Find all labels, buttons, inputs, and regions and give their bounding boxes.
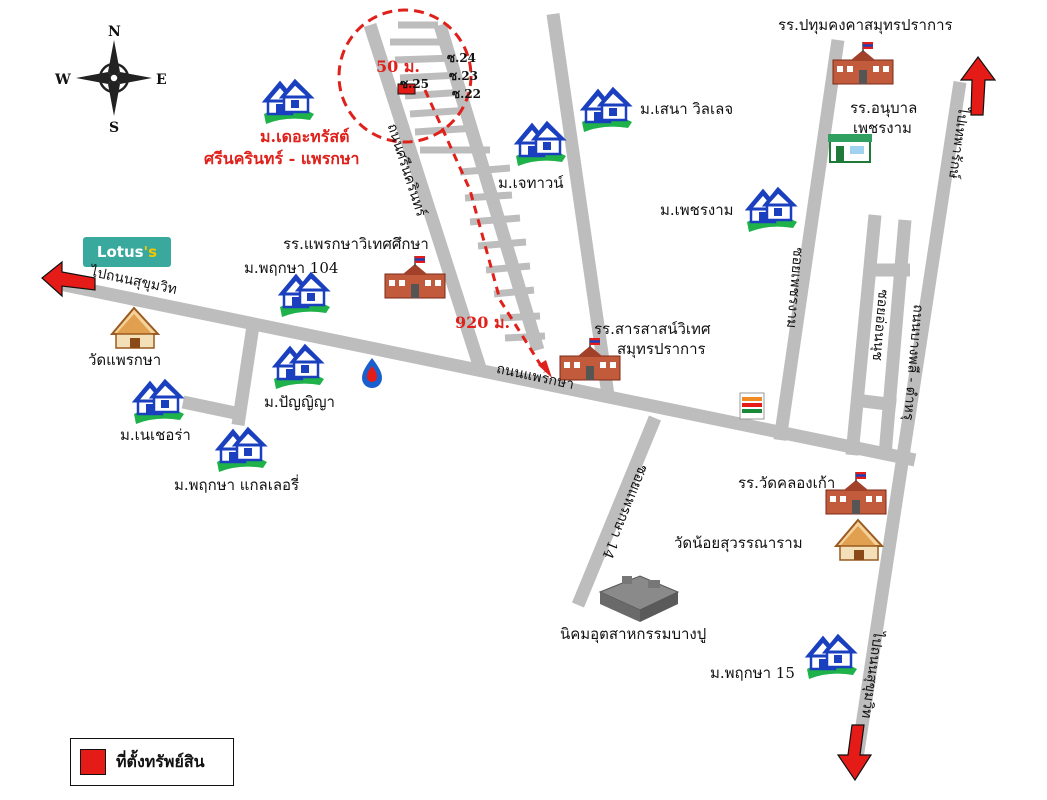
compass-north: N [108, 24, 121, 40]
house-icon [132, 379, 186, 426]
label-wat-klongkao-school: รร.วัดคลองเก้า [738, 474, 836, 492]
road-nanaw-branch [181, 395, 242, 421]
gas-station-icon [362, 358, 382, 388]
compass-west: W [55, 72, 71, 88]
kindergarten-icon [828, 134, 872, 163]
label-distance-920m: 920 ม. [455, 313, 511, 332]
road-onnuch-cross2 [854, 393, 897, 412]
legend-property-swatch [80, 749, 106, 775]
road-onnuch-1 [845, 214, 882, 456]
house-icon [215, 427, 269, 474]
compass-south: S [109, 120, 120, 136]
arrow-to-theparak [959, 55, 997, 116]
seven-eleven-icon [739, 392, 765, 420]
route-920m [423, 89, 547, 373]
label-m-jaytown: ม.เจทาวน์ [498, 174, 564, 192]
legend-box: ที่ตั้งทรัพย์สิน [70, 738, 234, 786]
road-network [53, 13, 967, 766]
property-radius-circle [337, 8, 473, 144]
label-sarasas-2: สมุทรปราการ [617, 340, 706, 358]
road-praeksa [53, 276, 917, 467]
road-bangphli-tamru [849, 81, 967, 766]
arrow-to-sukhumvit-south [836, 724, 873, 782]
label-anuban-school-2: เพชรงาม [853, 119, 912, 137]
road-onnuch-2 [878, 219, 912, 456]
house-icon [278, 272, 332, 319]
school-icon [384, 255, 446, 299]
temple-icon [835, 519, 883, 561]
route-arrowhead [538, 360, 552, 378]
label-m-pruksa-gallery: ม.พฤกษา แกลเลอรี่ [174, 476, 300, 494]
label-m-pruksa104: ม.พฤกษา 104 [244, 259, 339, 277]
label-the-trust-1: ม.เดอะทรัสต์ [260, 127, 350, 146]
label-m-pruksa15: ม.พฤกษา 15 [710, 664, 795, 682]
house-icon [580, 87, 634, 134]
label-pattana-school: รร.ปทุมคงคาสมุทรปราการ [778, 16, 953, 34]
road-soi-petchngam [773, 39, 845, 441]
road-soi-praeksa14 [571, 415, 662, 608]
arrow-to-sukhumvit-west [41, 260, 96, 298]
label-sarasas-1: รร.สารสาสน์วิเทศ [594, 320, 711, 338]
label-m-sena: ม.เสนา วิลเลจ [640, 100, 734, 118]
label-soi-25: ซ.25 [400, 77, 430, 91]
label-wat-praeksa: วัดแพรกษา [88, 351, 162, 369]
lotus-logo-text: Lotus [96, 243, 144, 261]
road-soi-sena [546, 13, 615, 396]
label-soi-22: ซ.22 [452, 87, 482, 101]
label-m-panya: ม.ปัญญิญา [264, 393, 335, 411]
label-soi-24: ซ.24 [447, 51, 477, 65]
industrial-estate-icon [598, 575, 680, 622]
compass-east: E [156, 72, 167, 88]
property-marker [397, 83, 416, 95]
label-m-petchngam: ม.เพชรงาม [660, 201, 734, 219]
soi-grid [390, 21, 546, 342]
legend-property-label: ที่ตั้งทรัพย์สิน [116, 751, 205, 771]
label-m-neocherra: ม.เนเชอร่า [120, 426, 191, 444]
road-srinagarindra [363, 23, 487, 370]
house-icon [514, 121, 568, 168]
label-wat-noi: วัดน้อยสุวรรณาราม [674, 534, 803, 552]
label-the-trust-2: ศรีนครินทร์ - แพรกษา [204, 149, 360, 168]
label-industrial: นิคมอุตสาหกรรมบางปู [560, 625, 707, 643]
label-distance-50m: 50 ม. [376, 57, 420, 76]
label-anuban-school-1: รร.อนุบาล [850, 99, 918, 117]
label-praeksa-school: รร.แพรกษาวิเทศศึกษา [283, 235, 429, 253]
label-soi-23: ซ.23 [449, 69, 479, 83]
house-icon [262, 79, 316, 126]
school-icon [559, 337, 621, 381]
house-icon [805, 634, 859, 681]
compass-rose [76, 40, 152, 116]
temple-icon [111, 307, 159, 349]
house-icon [272, 344, 326, 391]
house-icon [745, 187, 799, 234]
lotus-logo-suffix: 's [143, 243, 158, 261]
road-jaytown-main [433, 23, 545, 352]
lotus-logo: Lotus's [83, 237, 171, 267]
